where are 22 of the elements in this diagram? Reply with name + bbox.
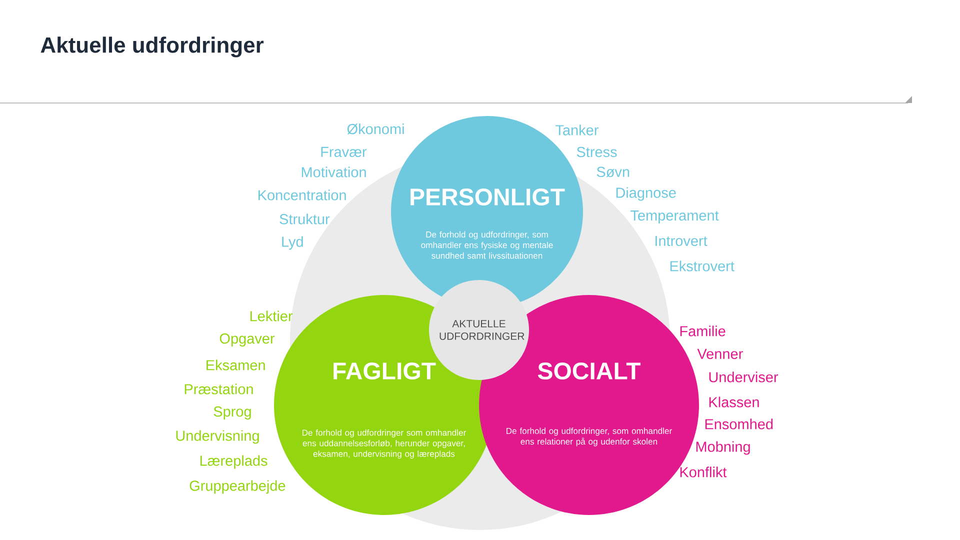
keyword: Læreplads [200, 455, 268, 469]
keyword: Introvert [656, 236, 708, 246]
keyword: Temperament [630, 210, 719, 224]
keyword: Mobning [696, 441, 750, 455]
keyword: Motivation [302, 166, 366, 178]
keyword: Præstation [184, 384, 253, 394]
keyword: Ekstrovert [670, 260, 734, 272]
keyword: Eksamen [206, 360, 265, 370]
keyword: Søvn [596, 166, 630, 178]
title: Aktuelle udfordringer [40, 36, 264, 58]
keyword: Fravær [321, 146, 367, 158]
keyword: Venner [697, 348, 743, 360]
keyword: Undervisning [176, 430, 259, 444]
keyword: Lyd [282, 236, 303, 250]
keyword: Ensomhed [705, 418, 773, 430]
keyword: Koncentration [258, 190, 346, 200]
keyword: Struktur [280, 214, 330, 224]
keyword: Sprog [214, 406, 251, 420]
keyword: Opgaver [220, 333, 275, 347]
keyword: Diagnose [616, 187, 676, 201]
keyword: Underviser [709, 372, 778, 382]
keyword: Klassen [709, 396, 759, 408]
